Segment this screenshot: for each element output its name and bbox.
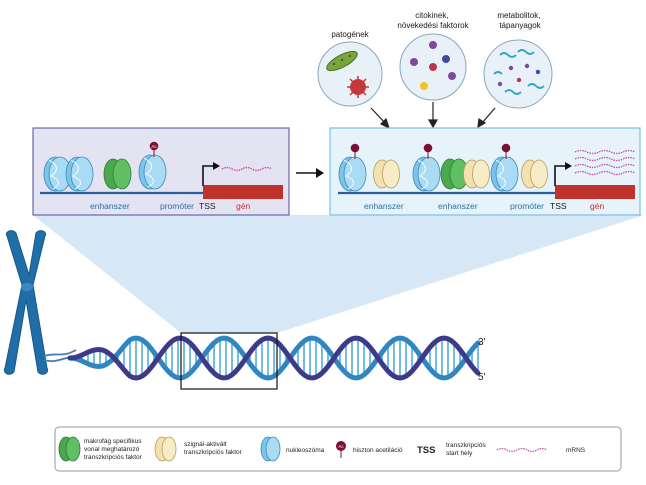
zoom-box bbox=[180, 332, 278, 390]
metabolites-label-line2: tápanyagok bbox=[499, 21, 541, 30]
metabolites-label-line1: metabolitok, bbox=[497, 11, 540, 20]
legend-acetyl-symbol: Ac bbox=[338, 444, 344, 449]
legend-tss-line1: transzkripciós bbox=[446, 442, 486, 449]
legend-stf-line1: szignál-aktivált bbox=[184, 441, 227, 448]
stimulus-arrows bbox=[370, 102, 496, 130]
nucleosome bbox=[412, 156, 441, 192]
label-3-prime: 3' bbox=[478, 337, 486, 348]
svg-text:Ac: Ac bbox=[151, 144, 157, 149]
macrophage-tf bbox=[103, 158, 132, 190]
label-enhancer-2: enhanszer bbox=[438, 201, 478, 211]
mrna-strand bbox=[221, 166, 273, 172]
stimulus-pathogens: patogének bbox=[317, 30, 383, 107]
legend-mtf-line1: makrofág specifikus bbox=[84, 438, 142, 445]
legend-tss-label: transzkripciós start hely bbox=[446, 442, 488, 457]
signal-tf bbox=[463, 159, 490, 189]
transition-arrow bbox=[296, 168, 324, 178]
legend-mrna-icon bbox=[496, 447, 548, 453]
signal-tf bbox=[373, 159, 400, 189]
nucleosome bbox=[338, 156, 367, 192]
stimulus-cytokines-label: citokinek, növekedési faktorok bbox=[397, 11, 469, 30]
dna-helix bbox=[43, 335, 481, 381]
metabolite-icon bbox=[493, 49, 545, 95]
zoom-cone bbox=[33, 215, 644, 333]
panel-basal-state: Ac enhanszer promóter TSS gén bbox=[32, 127, 290, 216]
gene-block bbox=[203, 185, 283, 199]
label-enhancer-1: enhanszer bbox=[364, 201, 404, 211]
label-promoter: promóter bbox=[160, 201, 194, 211]
tss-arrow bbox=[202, 165, 215, 186]
mrna-transcripts bbox=[574, 149, 636, 176]
stimulus-metabolites: metabolitok, tápanyagok bbox=[483, 11, 553, 109]
legend-signal-tf-icon bbox=[154, 436, 177, 462]
virus-icon bbox=[347, 76, 369, 98]
legend-tss-symbol: TSS bbox=[417, 445, 435, 456]
legend-stf-line2: transzkripciós faktor bbox=[184, 449, 243, 456]
legend-nucleosome-label: nukleoszóma bbox=[286, 447, 325, 454]
legend: makrofág specifikus vonal meghatározó tr… bbox=[54, 426, 622, 472]
label-enhancer: enhanszer bbox=[90, 201, 130, 211]
stimulus-cytokines: citokinek, növekedési faktorok bbox=[397, 11, 470, 101]
legend-acetyl-icon bbox=[336, 441, 346, 458]
stimulus-pathogens-label: patogének bbox=[331, 30, 369, 39]
cytokines-label-line1: citokinek, bbox=[415, 11, 448, 20]
label-tss: TSS bbox=[199, 201, 216, 211]
bacterium-icon bbox=[326, 50, 358, 72]
signal-tf bbox=[521, 159, 548, 189]
nucleosome bbox=[138, 154, 167, 190]
cytokines-label-line2: növekedési faktorok bbox=[397, 21, 469, 30]
nucleosome bbox=[65, 156, 94, 192]
legend-macrophage-tf-label: makrofág specifikus vonal meghatározó tr… bbox=[84, 438, 143, 461]
legend-macrophage-tf-icon bbox=[58, 436, 81, 462]
legend-nucleosome-icon bbox=[260, 436, 281, 462]
legend-tss-line2: start hely bbox=[446, 450, 473, 457]
chromosome-icon bbox=[3, 230, 49, 375]
label-promoter: promóter bbox=[510, 201, 544, 211]
molecule-dots-icon bbox=[410, 41, 456, 90]
legend-signal-tf-label: szignál-aktivált transzkripciós faktor bbox=[184, 441, 243, 456]
label-gene: gén bbox=[590, 201, 604, 211]
legend-mtf-line2: vonal meghatározó bbox=[84, 446, 140, 453]
nucleosome bbox=[490, 156, 519, 192]
stimulus-metabolites-label: metabolitok, tápanyagok bbox=[497, 11, 542, 30]
label-5-prime: 5' bbox=[478, 372, 486, 383]
gene-block bbox=[555, 185, 635, 199]
label-gene: gén bbox=[236, 201, 250, 211]
panel-activated-state: enhanszer enhanszer promóter TSS gén bbox=[329, 127, 641, 216]
legend-acetylation-label: hiszton acetiláció bbox=[353, 447, 403, 454]
tss-arrow bbox=[554, 165, 567, 186]
legend-mrna-label: mRNS bbox=[566, 447, 586, 454]
legend-mtf-line3: transzkripciós faktor bbox=[84, 454, 143, 461]
label-tss: TSS bbox=[550, 201, 567, 211]
